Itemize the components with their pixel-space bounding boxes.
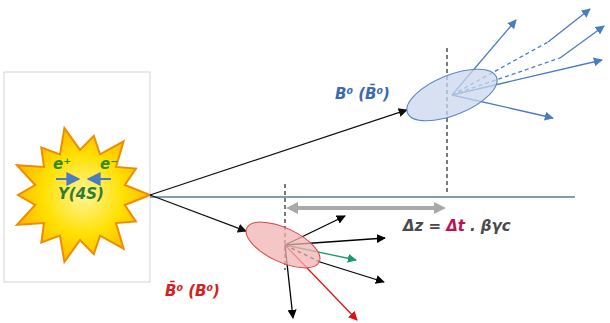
- meson-label: B⁰ (B̄⁰): [335, 85, 390, 103]
- explosion-star: [17, 128, 150, 262]
- vertex-ellipse: [400, 58, 504, 131]
- beam-arrow: [56, 178, 79, 180]
- formula-text: Δt: [446, 217, 465, 235]
- formula-text: Δz =: [403, 217, 441, 235]
- b-meson-decay: B⁰ (B̄⁰): [330, 65, 505, 125]
- particle-name: e⁺: [53, 155, 71, 173]
- resonance-name: Υ(4S): [58, 185, 104, 203]
- collision-burst: e⁺ e⁻ Υ(4S): [10, 123, 150, 267]
- beam-axis: [150, 196, 575, 198]
- vertex-marker: [446, 48, 447, 192]
- vertex-ellipse: [240, 213, 327, 278]
- distance-arrow: [292, 206, 440, 210]
- particle-name: e⁻: [100, 155, 118, 173]
- beam-arrow: [88, 178, 111, 180]
- b-meson-decay: B̄⁰ (B⁰): [160, 220, 335, 305]
- flight-path: [150, 195, 246, 231]
- formula-row: Δz = Δt . βγc: [403, 217, 516, 235]
- frame-box: [4, 72, 150, 282]
- flight-path: [150, 110, 407, 195]
- formula-text: . βγc: [470, 217, 511, 235]
- meson-label: B̄⁰ (B⁰): [165, 282, 220, 300]
